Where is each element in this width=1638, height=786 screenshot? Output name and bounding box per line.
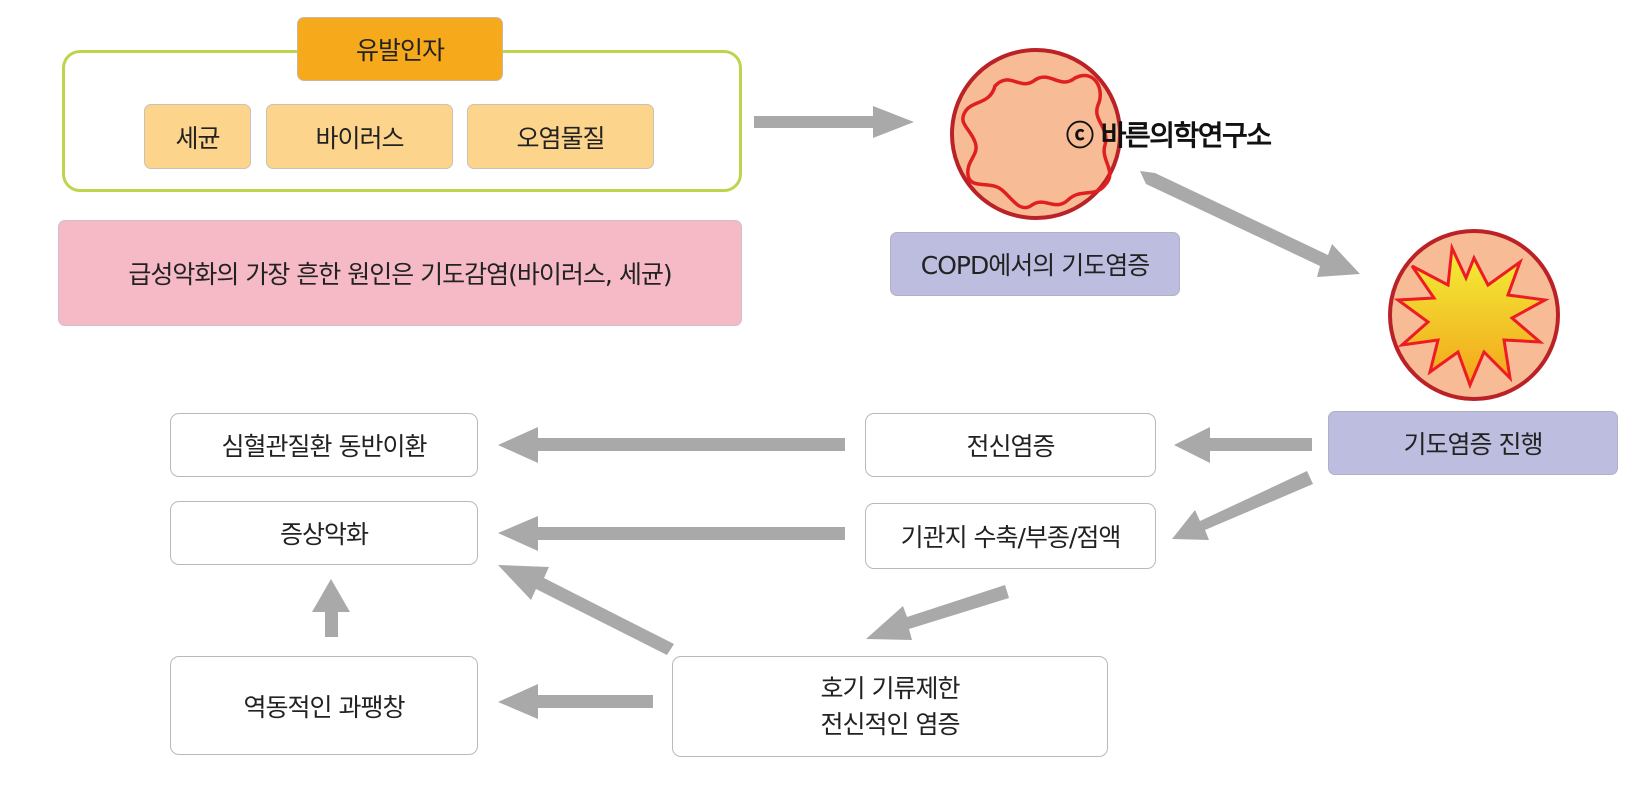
trigger-bacteria: 세균 [144, 104, 251, 169]
arrow-triggers-to-copd [754, 106, 914, 138]
note-box: 급성악화의 가장 흔한 원인은 기도감염(바이러스, 세균) [58, 220, 742, 326]
arrow-progression-to-airway [1172, 471, 1313, 540]
triggers-title: 유발인자 [297, 17, 503, 81]
dynamic-hyperinflation-box: 역동적인 과팽창 [170, 656, 478, 755]
expiratory-limitation-box: 호기 기류제한 전신적인 염증 [672, 656, 1108, 757]
copd-inflammation-label: COPD에서의 기도염증 [890, 232, 1180, 296]
expiratory-limitation-line-2: 전신적인 염증 [820, 709, 961, 739]
arrow-airway-to-limitation [866, 585, 1009, 640]
arrow-limitation-to-symptom [498, 565, 674, 655]
expiratory-limitation-line-1: 호기 기류제한 [820, 673, 961, 703]
trigger-pollutants: 오염물질 [467, 104, 654, 169]
copyright-text: ⓒ 바른의학연구소 [1066, 119, 1272, 152]
cardiovascular-box: 심혈관질환 동반이환 [170, 413, 478, 477]
trigger-virus: 바이러스 [266, 104, 453, 169]
progression-label: 기도염증 진행 [1328, 411, 1618, 475]
arrow-airway-to-symptom [498, 516, 845, 551]
symptom-worsening-box: 증상악화 [170, 501, 478, 565]
airway-changes-box: 기관지 수축/부종/점액 [865, 503, 1156, 569]
arrow-hyperinflation-to-symptom [312, 579, 350, 637]
arrow-limitation-to-hyperinflation [498, 684, 653, 719]
systemic-inflammation-box: 전신염증 [865, 413, 1156, 477]
arrow-systemic-to-cardio [498, 427, 845, 463]
airway-inflammation-circle-icon [950, 48, 1122, 220]
arrow-progression-to-systemic [1174, 427, 1312, 463]
arrow-copd-to-progression [1140, 171, 1360, 277]
inflammation-burst-circle-icon [1388, 229, 1560, 401]
